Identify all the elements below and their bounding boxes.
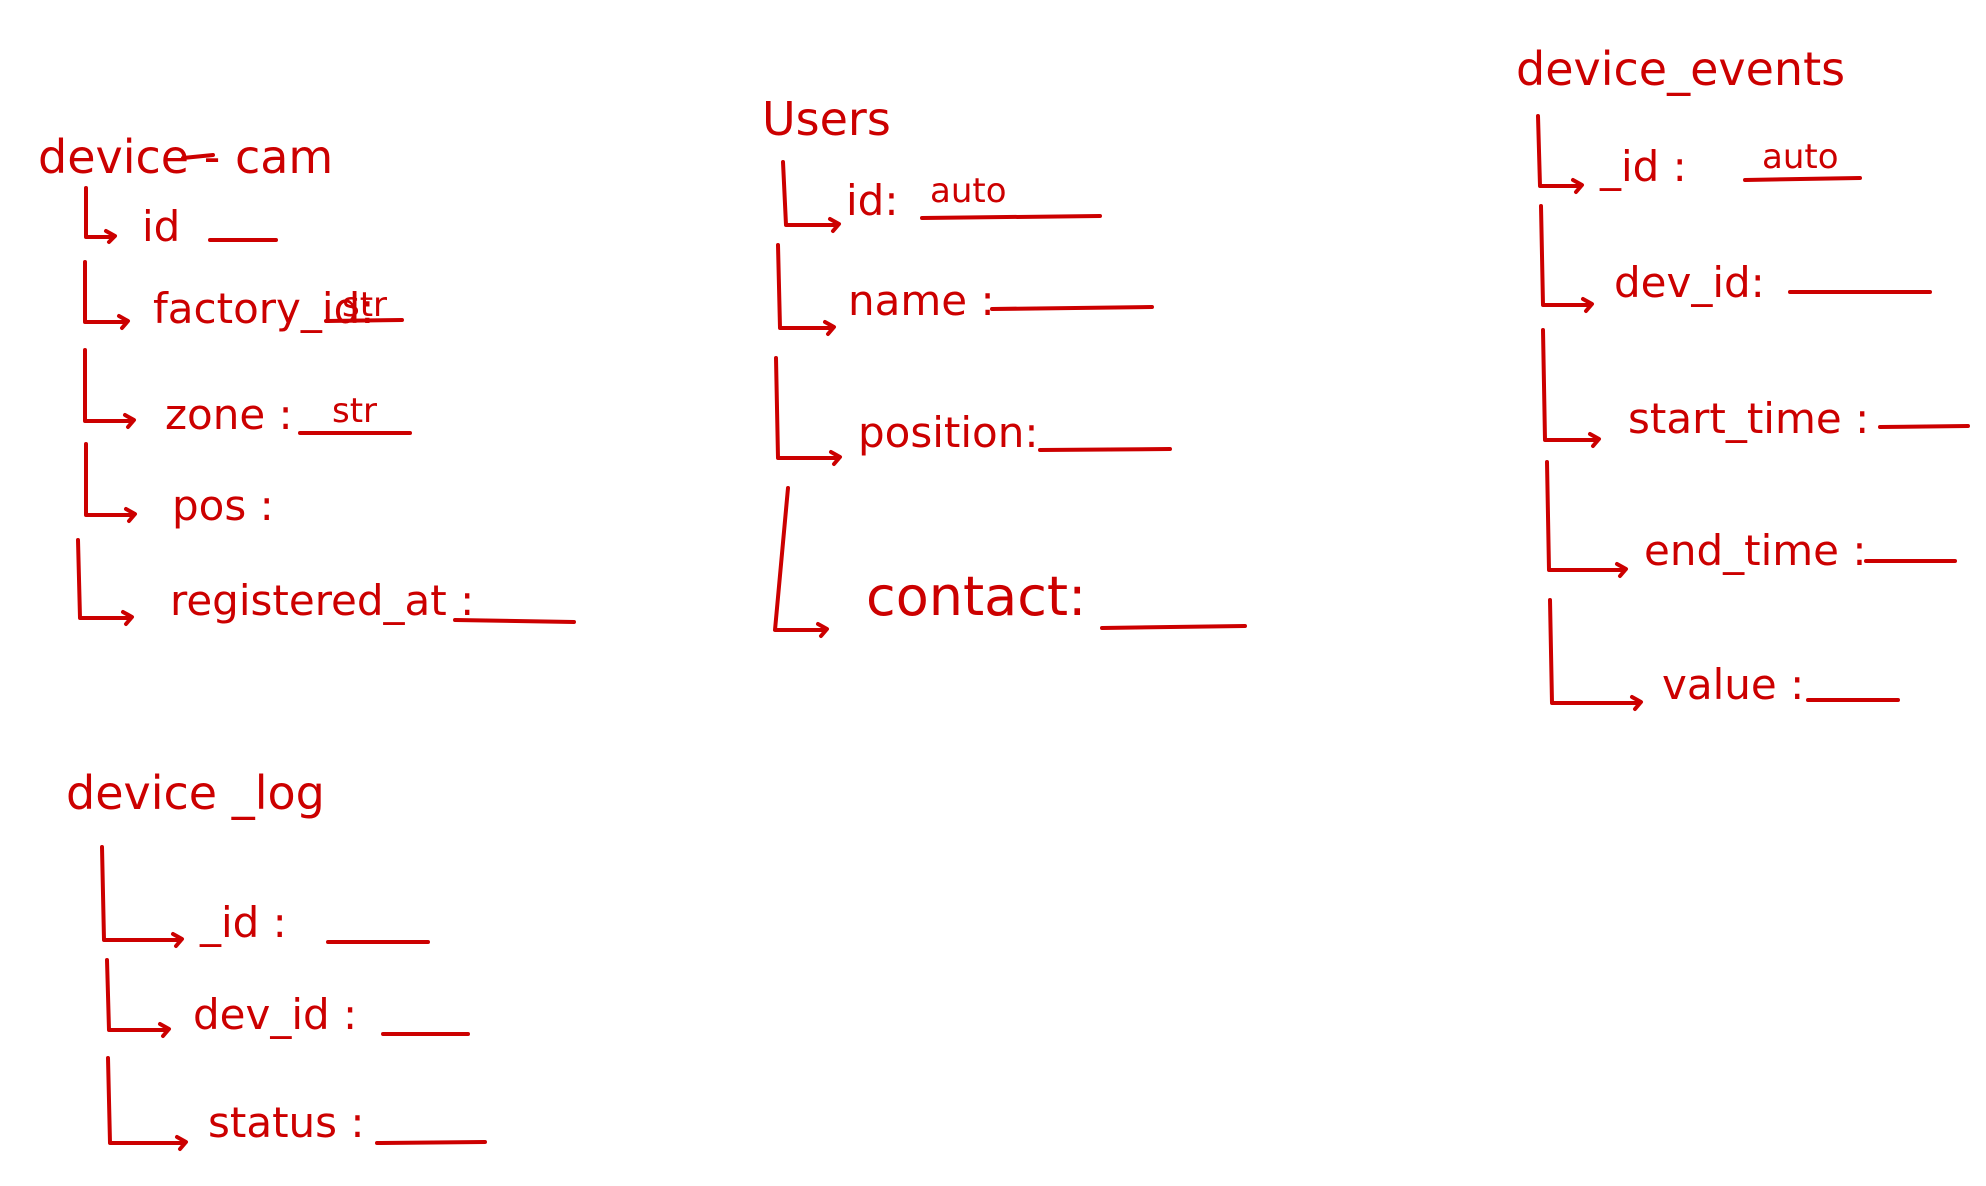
tree-arrow <box>781 160 841 233</box>
field-name: id: <box>846 176 899 225</box>
field-name: dev_id: <box>1614 258 1765 307</box>
tree-arrow <box>84 186 117 244</box>
field-value: str <box>342 285 388 325</box>
field-name: name : <box>848 276 995 325</box>
value-underline <box>1100 624 1247 630</box>
field-name: value : <box>1662 660 1805 709</box>
dash-mark <box>181 153 215 160</box>
field-name: _id : <box>200 898 287 947</box>
field-name: id <box>142 202 181 251</box>
value-underline <box>453 618 576 624</box>
tree-arrow <box>1539 204 1594 313</box>
field-name: end_time : <box>1644 526 1867 575</box>
tree-arrow <box>76 538 134 626</box>
tree-arrow <box>776 243 836 336</box>
field-name: registered_at : <box>170 576 475 625</box>
tree-arrow <box>773 486 829 638</box>
tree-arrow <box>106 1056 188 1151</box>
value-underline <box>1878 424 1970 429</box>
tree-arrow <box>84 442 137 523</box>
field-name: zone : <box>165 390 293 439</box>
value-underline <box>990 305 1154 311</box>
device-cam-connectors <box>76 153 576 626</box>
field-name: _id : <box>1600 142 1687 191</box>
field-name: dev_id : <box>193 990 358 1039</box>
field-name: status : <box>208 1098 365 1147</box>
value-underline <box>324 318 404 323</box>
value-underline <box>1038 447 1172 452</box>
field-name: contact: <box>866 565 1087 628</box>
users-connectors <box>773 160 1247 638</box>
value-underline <box>375 1140 487 1145</box>
device-events-connectors <box>1536 114 1970 711</box>
field-name: position: <box>858 408 1039 457</box>
tree-arrow <box>83 348 136 429</box>
field-value: auto <box>1762 137 1839 177</box>
field-value: str <box>332 391 378 431</box>
tree-arrow <box>100 845 184 948</box>
tree-arrow <box>1548 598 1643 711</box>
entity-title: device_events <box>1516 42 1846 96</box>
value-underline <box>920 214 1102 220</box>
entity-title: Users <box>762 92 891 146</box>
tree-arrow <box>105 958 171 1038</box>
tree-arrow <box>1541 328 1601 448</box>
value-underline <box>1743 176 1862 182</box>
tree-arrow <box>83 260 130 330</box>
field-name: pos : <box>172 481 274 530</box>
tree-arrow <box>1545 460 1628 578</box>
entity-title: device _log <box>66 766 325 820</box>
field-value: auto <box>930 171 1007 211</box>
field-name: factory_id: <box>153 284 375 333</box>
tree-arrow <box>1536 114 1584 194</box>
device-log-connectors <box>100 845 487 1151</box>
tree-arrow <box>774 356 842 466</box>
entity-title: device - cam <box>38 130 334 184</box>
field-name: start_time : <box>1628 394 1870 443</box>
